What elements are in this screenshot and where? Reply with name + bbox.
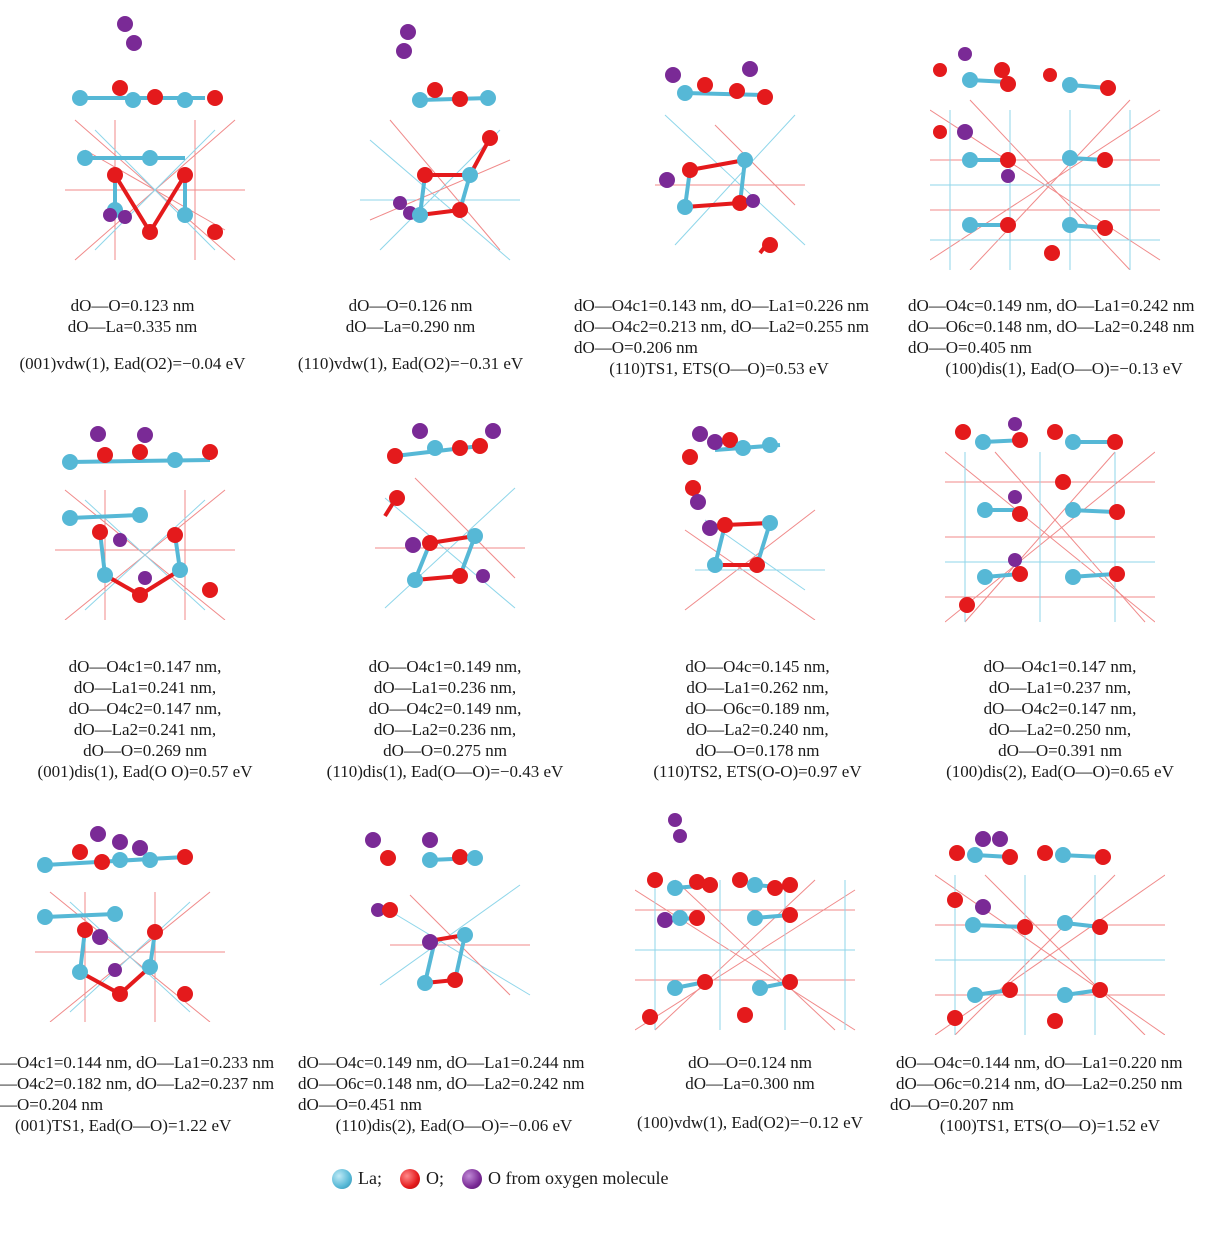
panel-title: (110)dis(1), Ead(O—O)=−0.43 eV xyxy=(326,762,564,781)
bond-distance: dO—O6c=0.148 nm, dO—La2=0.248 nm xyxy=(908,317,1195,336)
structure-100-dis2 xyxy=(945,412,1155,632)
structure-image xyxy=(935,831,1165,1035)
caption-110-dis1: dO—O4c1=0.149 nm, dO—La1=0.236 nm, dO—O4… xyxy=(310,656,580,782)
bond-distance: dO—La2=0.240 nm, xyxy=(686,720,829,739)
caption-001-vdw1: dO—O=0.123 nm dO—La=0.335 nm (001)vdw(1)… xyxy=(0,295,265,374)
bond-distance: dO—O6c=0.189 nm, xyxy=(685,699,830,718)
bond-distance: dO—La=0.300 nm xyxy=(685,1074,815,1093)
bond-distance: dO—La1=0.262 nm, xyxy=(686,678,829,697)
legend-label-la: La; xyxy=(358,1168,382,1188)
panel-title: (110)vdw(1), Ead(O2)=−0.31 eV xyxy=(297,354,524,373)
bond-distance: dO—O4c2=0.147 nm, xyxy=(68,699,222,718)
caption-110-TS1: dO—O4c1=0.143 nm, dO—La1=0.226 nm dO—O4c… xyxy=(574,295,894,379)
structure-image xyxy=(55,426,235,620)
bond-distance: dO—La=0.290 nm xyxy=(345,317,476,336)
structure-image xyxy=(360,24,520,261)
structure-110-TS2 xyxy=(675,420,825,620)
bond-distance: dO—O4c1=0.149 nm, xyxy=(368,657,522,676)
panel-title: (001)dis(1), Ead(O O)=0.57 eV xyxy=(37,762,253,781)
bond-distance: dO—La2=0.250 nm, xyxy=(988,720,1132,739)
structure-image xyxy=(375,423,525,609)
structure-image xyxy=(65,16,245,261)
bond-distance: dO—O=0.178 nm xyxy=(695,741,820,760)
bond-distance: dO—O=0.451 nm xyxy=(298,1095,422,1114)
bond-distance: dO—O6c=0.148 nm, dO—La2=0.242 nm xyxy=(298,1074,585,1093)
bond-distance: dO—La2=0.241 nm, xyxy=(73,720,217,739)
panel-title: (100)dis(2), Ead(O—O)=0.65 eV xyxy=(946,762,1174,781)
legend-label-o-mol: O from oxygen molecule xyxy=(488,1168,669,1188)
bond-distance: dO—O=0.126 nm xyxy=(348,296,473,315)
panel-title: (100)vdw(1), Ead(O2)=−0.12 eV xyxy=(637,1113,863,1132)
structure-001-dis1 xyxy=(45,420,245,620)
caption-110-vdw1: dO—O=0.126 nm dO—La=0.290 nm (110)vdw(1)… xyxy=(278,295,543,374)
bond-distance: dO—La=0.335 nm xyxy=(67,317,198,336)
bond-distance: dO—O4c=0.145 nm, xyxy=(685,657,830,676)
panel-title: (100)dis(1), Ead(O—O)=−0.13 eV xyxy=(945,359,1183,378)
caption-100-vdw1: dO—O=0.124 nm dO—La=0.300 nm (100)vdw(1)… xyxy=(615,1052,885,1133)
bond-distance: dO—O4c=0.144 nm, dO—La1=0.220 nm xyxy=(896,1053,1183,1072)
bond-distance: dO—O4c1=0.147 nm, xyxy=(68,657,222,676)
legend: La; O; O from oxygen molecule xyxy=(332,1168,668,1189)
legend-item-la: La; xyxy=(332,1168,392,1189)
caption-110-TS2: dO—O4c=0.145 nm, dO—La1=0.262 nm, dO—O6c… xyxy=(625,656,890,782)
bond-distance: dO—O=0.405 nm xyxy=(908,338,1032,357)
bond-distance: —O4c2=0.182 nm, dO—La2=0.237 nm xyxy=(0,1074,275,1093)
bond-distance: dO—O=0.391 nm xyxy=(998,741,1122,760)
structure-110-dis2 xyxy=(360,825,540,1005)
structure-100-vdw1 xyxy=(635,810,860,1035)
caption-100-dis1: dO—O4c=0.149 nm, dO—La1=0.242 nm dO—O6c=… xyxy=(908,295,1220,379)
bond-distance: dO—O4c2=0.213 nm, dO—La2=0.255 nm xyxy=(574,317,869,336)
bond-distance: dO—O4c=0.149 nm, dO—La1=0.242 nm xyxy=(908,296,1195,315)
legend-item-o: O; xyxy=(400,1168,454,1189)
bond-distance: dO—O=0.124 nm xyxy=(688,1053,812,1072)
legend-item-o-mol: O from oxygen molecule xyxy=(462,1168,668,1189)
caption-110-dis2: dO—O4c=0.149 nm, dO—La1=0.244 nm dO—O6c=… xyxy=(298,1052,610,1136)
panel-title: (001)vdw(1), Ead(O2)=−0.04 eV xyxy=(19,354,246,373)
bond-distance: dO—O=0.207 nm xyxy=(890,1095,1014,1114)
structure-image xyxy=(930,47,1161,270)
structure-110-vdw1 xyxy=(360,20,520,270)
bond-distance: dO—La1=0.241 nm, xyxy=(73,678,217,697)
caption-001-dis1: dO—O4c1=0.147 nm, dO—La1=0.241 nm, dO—O4… xyxy=(15,656,275,782)
bond-distance: dO—O=0.123 nm xyxy=(70,296,195,315)
bond-distance: dO—O4c2=0.147 nm, xyxy=(983,699,1137,718)
structure-001-TS1 xyxy=(30,822,230,1022)
legend-label-o: O; xyxy=(426,1168,444,1188)
structure-image xyxy=(945,417,1155,623)
bond-distance: dO—O=0.275 nm xyxy=(383,741,507,760)
structure-image xyxy=(35,826,225,1022)
bond-distance: dO—La1=0.236 nm, xyxy=(373,678,517,697)
panel-title: (100)TS1, ETS(O—O)=1.52 eV xyxy=(939,1116,1161,1135)
structure-image xyxy=(635,813,856,1031)
la-atom-icon xyxy=(332,1168,352,1189)
structure-image xyxy=(365,832,531,996)
structure-110-dis1 xyxy=(375,418,525,618)
structure-100-TS1 xyxy=(935,825,1165,1035)
panel-title: (001)TS1, Ead(O—O)=1.22 eV xyxy=(15,1116,232,1135)
panel-title: (110)dis(2), Ead(O—O)=−0.06 eV xyxy=(335,1116,573,1135)
bond-distance: dO—O4c1=0.143 nm, dO—La1=0.226 nm xyxy=(574,296,869,315)
bond-distance: dO—La1=0.237 nm, xyxy=(988,678,1132,697)
bond-distance: dO—O6c=0.214 nm, dO—La2=0.250 nm xyxy=(896,1074,1183,1093)
bond-distance: —O=0.204 nm xyxy=(0,1095,104,1114)
panel-title: (110)TS1, ETS(O—O)=0.53 eV xyxy=(609,359,829,378)
structure-100-dis1 xyxy=(930,40,1165,270)
bond-distance: —O4c1=0.144 nm, dO—La1=0.233 nm xyxy=(0,1053,275,1072)
structure-110-TS1 xyxy=(655,55,835,270)
bond-distance: dO—O=0.269 nm xyxy=(83,741,207,760)
o-atom-icon xyxy=(400,1168,420,1189)
bond-distance: dO—O4c2=0.149 nm, xyxy=(368,699,522,718)
caption-100-dis2: dO—O4c1=0.147 nm, dO—La1=0.237 nm, dO—O4… xyxy=(925,656,1195,782)
panel-title: (110)TS2, ETS(O-O)=0.97 eV xyxy=(653,762,862,781)
caption-100-TS1: dO—O4c=0.144 nm, dO—La1=0.220 nm dO—O6c=… xyxy=(890,1052,1210,1136)
bond-distance: dO—La2=0.236 nm, xyxy=(373,720,517,739)
bond-distance: dO—O=0.206 nm xyxy=(574,338,698,357)
bond-distance: dO—O4c=0.149 nm, dO—La1=0.244 nm xyxy=(298,1053,585,1072)
bond-distance: dO—O4c1=0.147 nm, xyxy=(983,657,1137,676)
structure-001-vdw1 xyxy=(55,10,255,270)
caption-001-TS1: —O4c1=0.144 nm, dO—La1=0.233 nm —O4c2=0.… xyxy=(0,1052,290,1136)
structure-image xyxy=(655,61,806,255)
structure-image xyxy=(682,426,825,620)
o-molecule-atom-icon xyxy=(462,1168,482,1189)
